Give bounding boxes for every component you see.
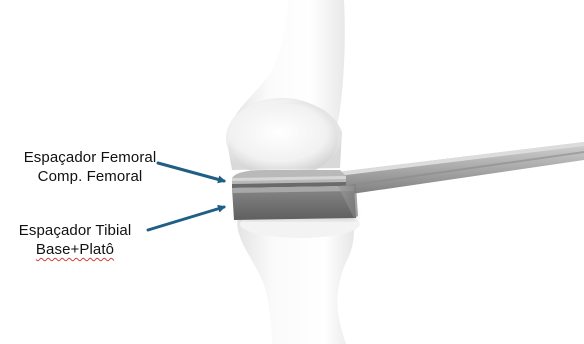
arrow-tibial [148, 207, 224, 230]
tibial-label-line2: Base+Platô [36, 241, 114, 258]
tibial-spacer-label: Espaçador Tibial Base+Platô [4, 221, 146, 259]
femoral-label-line1: Espaçador Femoral [6, 148, 174, 167]
tibial-label-line1: Espaçador Tibial [4, 221, 146, 240]
femoral-spacer-label: Espaçador Femoral Comp. Femoral [6, 148, 174, 186]
femoral-label-line2: Comp. Femoral [6, 167, 174, 186]
